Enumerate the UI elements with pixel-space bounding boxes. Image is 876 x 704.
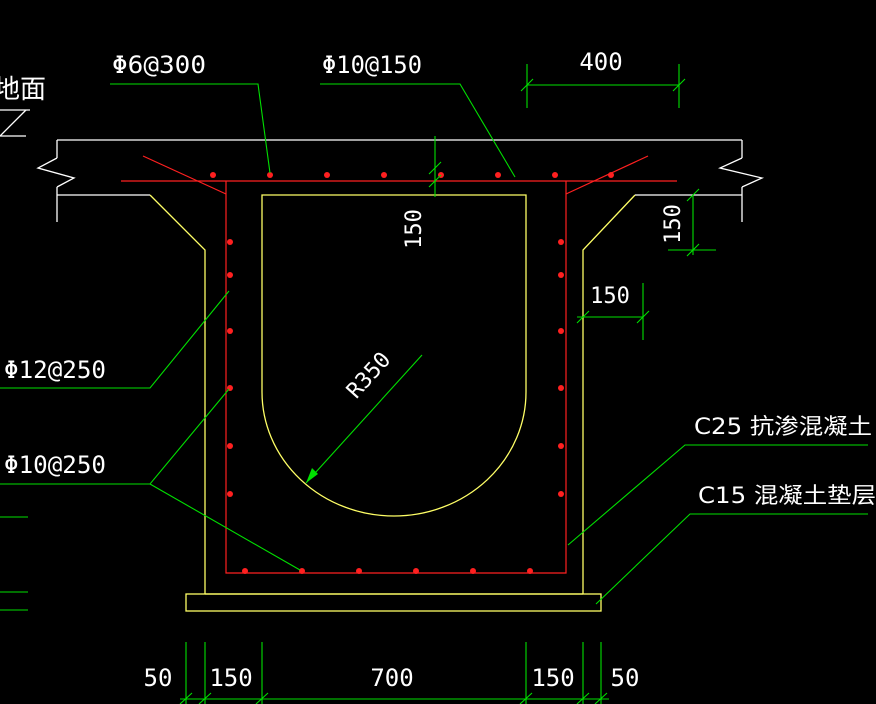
rebar-dot	[210, 172, 216, 178]
concrete-c15-label: C15 混凝土垫层	[698, 484, 876, 509]
leader-phi12	[0, 290, 230, 389]
rebar-label-phi10-250: Φ10@250	[4, 451, 106, 479]
rebar-dot	[227, 443, 233, 449]
rebar-dot	[242, 568, 248, 574]
concrete-c25-label: C25 抗渗混凝土	[694, 415, 872, 440]
rebar-dot	[470, 568, 476, 574]
rebar-dot	[495, 172, 501, 178]
rebar-dot	[558, 443, 564, 449]
u-channel-inner	[261, 194, 527, 517]
dim-haunch-height: 150	[661, 204, 686, 244]
dim-bottom-4: 150	[531, 664, 574, 692]
labels: 地面 Φ6@300 Φ10@150 Φ12@250 Φ10@250 C25 抗渗…	[0, 48, 876, 692]
rebar-dot	[552, 172, 558, 178]
rebar-dot	[299, 568, 305, 574]
outer-outline-left	[149, 194, 206, 594]
rebar-dot	[356, 568, 362, 574]
dim-slab-thickness: 150	[402, 209, 427, 249]
dim-wall-right: 150	[590, 284, 630, 309]
radius-label: R350	[342, 348, 396, 404]
rebar-dot	[558, 491, 564, 497]
haunch-rebar-left	[142, 155, 227, 195]
rebar-dot	[527, 568, 533, 574]
dim-bottom-5: 50	[611, 664, 640, 692]
rebar-label-phi10-150: Φ10@150	[322, 51, 422, 79]
concrete-outline	[149, 194, 636, 612]
leader-phi6	[110, 83, 271, 174]
rebar-dot	[608, 172, 614, 178]
leader-c25	[567, 444, 868, 546]
dim-bottom-3: 700	[370, 664, 413, 692]
ground-label: 地面	[0, 75, 46, 105]
leader-phi10-150	[320, 83, 516, 178]
rebar-dot	[324, 172, 330, 178]
outer-outline-right	[582, 194, 636, 594]
leader-lines	[0, 83, 868, 611]
radius-arrow	[306, 468, 318, 483]
rebar-dot	[558, 239, 564, 245]
rebar-dots	[210, 172, 614, 574]
rebar-dot	[558, 272, 564, 278]
rebar-dot	[227, 491, 233, 497]
rebar-dot	[558, 385, 564, 391]
leader-c15	[595, 513, 868, 605]
rebar-cage	[121, 155, 677, 574]
rebar-dot	[267, 172, 273, 178]
dim-bottom-2: 150	[209, 664, 252, 692]
break-mark-left	[36, 157, 76, 188]
haunch-rebar-right	[565, 155, 649, 195]
rebar-label-phi12-250: Φ12@250	[4, 356, 106, 384]
rebar-dot	[227, 272, 233, 278]
rebar-dot	[381, 172, 387, 178]
rebar-dot	[558, 328, 564, 334]
rebar-dot	[227, 328, 233, 334]
radius-line	[305, 354, 423, 484]
bedding-layer	[185, 593, 602, 612]
wall-bottom-rebar	[225, 181, 567, 574]
rebar-label-phi6-300: Φ6@300	[112, 51, 206, 79]
break-mark-right	[718, 157, 765, 188]
ground-slab	[0, 109, 765, 222]
rebar-dot	[413, 568, 419, 574]
dim-top-width: 400	[579, 48, 622, 76]
dim-bottom-1: 50	[144, 664, 173, 692]
dimension-lines	[179, 64, 716, 704]
rebar-dot	[227, 239, 233, 245]
